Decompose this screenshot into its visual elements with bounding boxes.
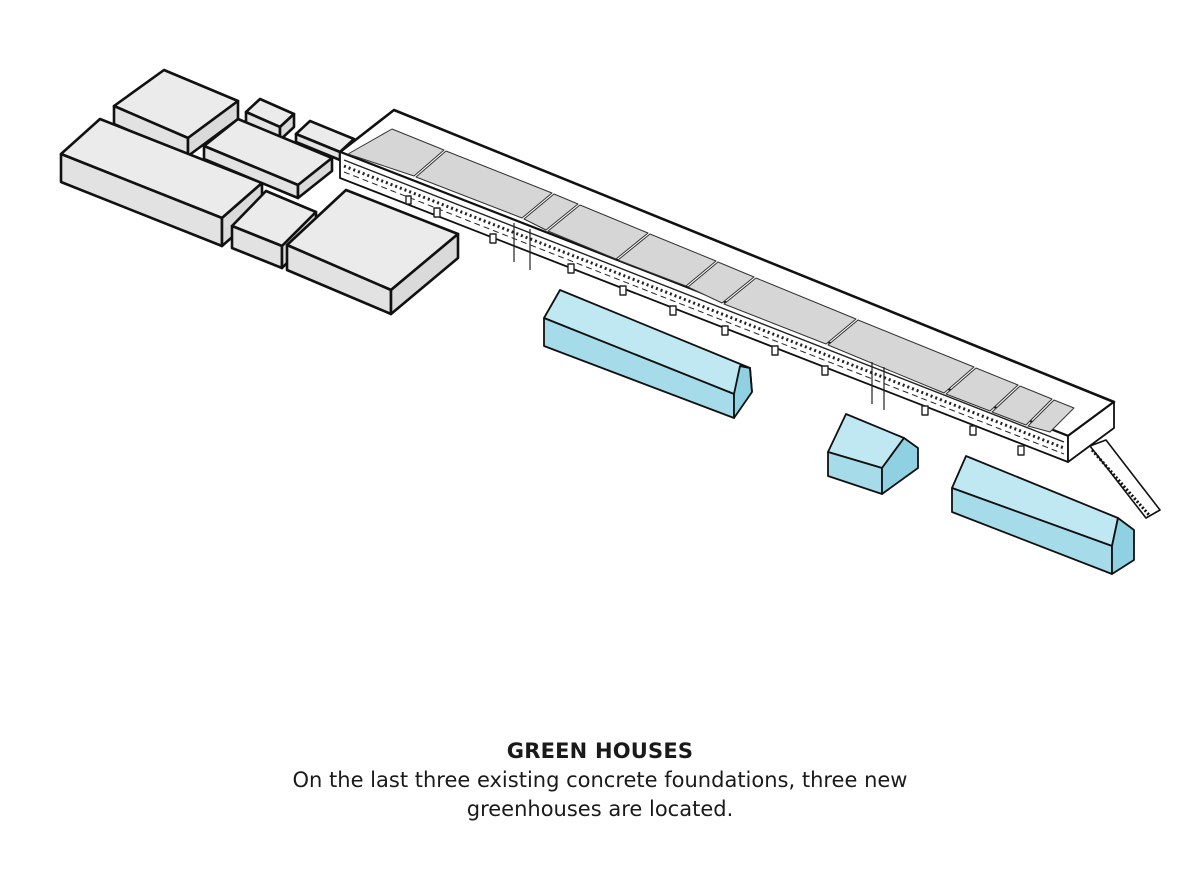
- greenhouses: [543, 289, 1135, 575]
- elevated-concrete-structure: [338, 108, 1161, 519]
- greenhouse-1: [543, 289, 753, 419]
- greenhouse-3: [951, 455, 1135, 575]
- caption-description: On the last three existing concrete foun…: [292, 768, 908, 821]
- stair-ramp: [1089, 439, 1161, 519]
- building-block-small-back: [294, 119, 356, 162]
- greenhouse-2: [827, 413, 919, 495]
- support-openings: [405, 195, 1025, 456]
- roof-panels: [347, 128, 1075, 433]
- diagram-caption: GREEN HOUSES On the last three existing …: [0, 736, 1200, 824]
- railing-lines: [343, 159, 1065, 455]
- building-block-middle: [202, 117, 334, 200]
- deck-end: [1067, 401, 1115, 463]
- existing-buildings: [59, 68, 460, 316]
- building-block-square: [285, 188, 460, 316]
- structure-joints: [513, 223, 885, 410]
- axonometric-site-diagram: [59, 68, 1161, 575]
- caption-title: GREEN HOUSES: [506, 739, 694, 763]
